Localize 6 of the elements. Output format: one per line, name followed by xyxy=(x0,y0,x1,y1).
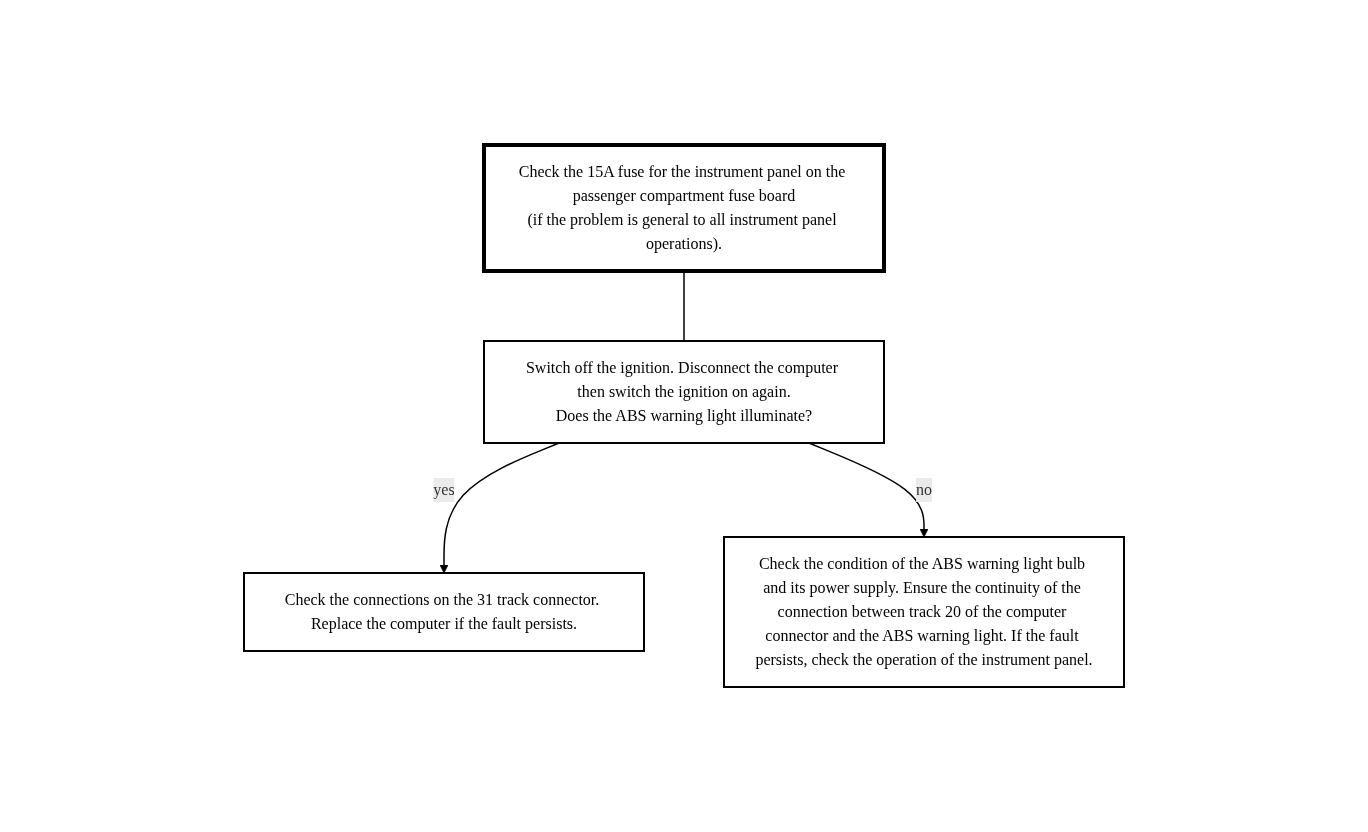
node-box: Check the connections on the 31 track connector. Replace the computer if the fault persists. xyxy=(243,572,645,652)
node-box: Switch off the ignition. Disconnect the computer then switch the ignition on again. Does the ABS warning light illuminate? xyxy=(483,340,885,444)
node-box: Check the 15A fuse for the instrument panel on the passenger compartment fuse board (if the problem is general to all instrument panel operations). xyxy=(482,143,886,273)
edge-label: no xyxy=(916,481,932,498)
edge-label: yes xyxy=(433,481,455,498)
node-box: Check the condition of the ABS warning light bulb and its power supply. Ensure the continuity of the connection between track 20 of the computer connector and the ABS warning light. If the fault persists, check the operation of the instrument panel. xyxy=(723,536,1125,688)
